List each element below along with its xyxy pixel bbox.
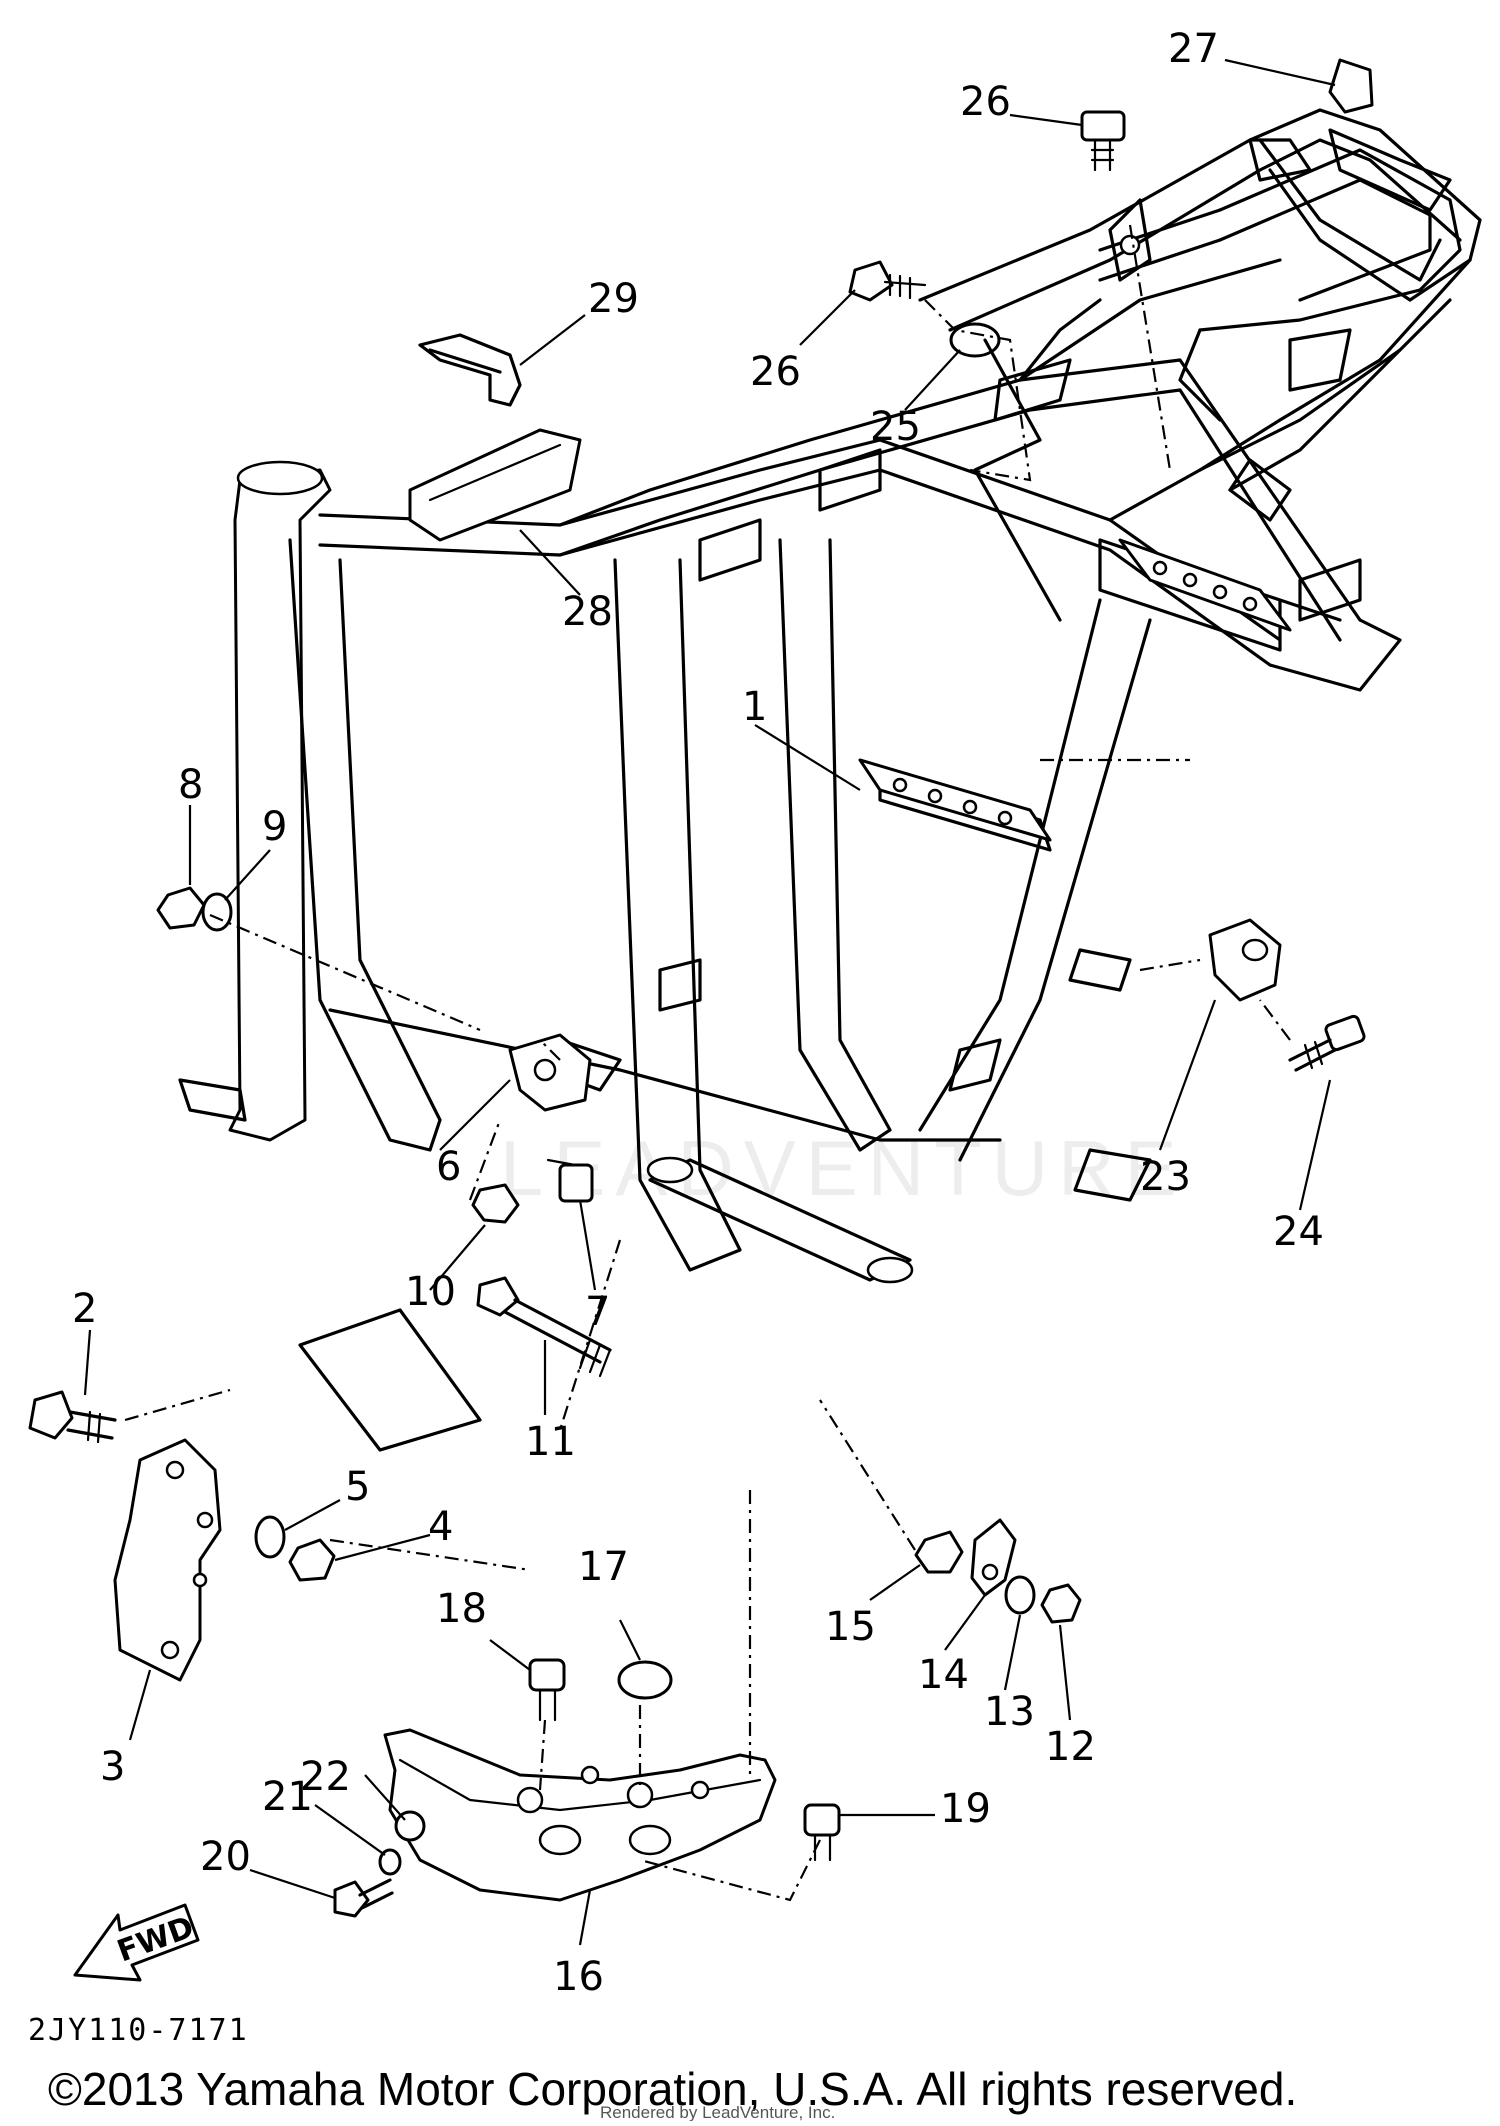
cap-17	[617, 1660, 673, 1700]
nut-4	[288, 1538, 336, 1582]
nut-8	[156, 886, 206, 930]
part-labels: 27 26 29 26 25 28 1 8 9 6 10 7 11 2 5 4 …	[72, 26, 1324, 2000]
part-label: 5	[345, 1464, 370, 1510]
bolt-26-left	[848, 260, 927, 302]
bracket-3	[113, 1438, 222, 1682]
credit-text: Rendered by LeadVenture, Inc.	[600, 2103, 835, 2121]
clamp-14	[970, 1518, 1017, 1597]
washer-9	[201, 892, 233, 932]
bolt-7	[546, 1158, 594, 1203]
skid-plate-16	[383, 1728, 777, 1902]
part-label: 3	[100, 1744, 125, 1790]
bracket-6	[508, 1033, 592, 1112]
part-label: 2	[72, 1286, 97, 1332]
bolt-19	[803, 1803, 841, 1862]
part-label: 19	[940, 1786, 991, 1832]
part-label: 20	[200, 1834, 251, 1880]
part-label: 9	[262, 804, 287, 850]
crossmember-plate	[858, 538, 1292, 842]
part-label: 13	[984, 1689, 1035, 1735]
part-label: 6	[436, 1144, 461, 1190]
washer-21	[378, 1848, 402, 1876]
main-frame	[178, 148, 1462, 1284]
washer-5	[254, 1515, 286, 1559]
nut-10	[471, 1183, 520, 1224]
assembly-lines	[124, 224, 1291, 1902]
figure-code: 2JY110-7171	[28, 2013, 249, 2048]
part-label: 16	[553, 1954, 604, 2000]
bolt-24	[1288, 1014, 1366, 1072]
part-label: 22	[300, 1754, 351, 1800]
part-label: 1	[742, 684, 767, 730]
rear-subframe	[918, 108, 1482, 522]
part-label: 12	[1045, 1724, 1096, 1770]
part-label: 11	[525, 1419, 576, 1465]
part-label: 18	[436, 1586, 487, 1632]
part-label: 21	[262, 1774, 313, 1820]
fwd-arrow-icon	[73, 1903, 200, 1982]
nut-12	[1040, 1583, 1082, 1624]
part-label: 24	[1273, 1209, 1324, 1255]
part-label: 26	[750, 349, 801, 395]
part-label: 10	[405, 1269, 456, 1315]
pad-28	[408, 428, 582, 542]
part-label: 29	[588, 276, 639, 322]
bracket-23	[1208, 918, 1282, 1002]
part-label: 23	[1140, 1154, 1191, 1200]
bracket-29	[418, 333, 522, 407]
leader-lines	[83, 58, 1336, 1946]
washer-13	[1004, 1575, 1036, 1615]
copyright-text: ©2013 Yamaha Motor Corporation, U.S.A. A…	[48, 2063, 1297, 2115]
watermark-text: LEADVENTURE	[500, 1124, 1186, 1212]
part-label: 7	[585, 1289, 610, 1335]
part-label: 25	[870, 404, 921, 450]
bolt-18	[528, 1658, 566, 1722]
part-label: 15	[825, 1604, 876, 1650]
bolt-26-top	[1080, 110, 1126, 172]
part-label: 26	[960, 79, 1011, 125]
nut-15	[914, 1530, 964, 1574]
part-label: 27	[1168, 26, 1219, 72]
bolt-20	[333, 1878, 394, 1918]
part-label: 8	[178, 762, 203, 808]
bolt-2	[28, 1390, 117, 1444]
part-label: 28	[562, 589, 613, 635]
part-label: 17	[578, 1544, 629, 1590]
part-label: 4	[428, 1504, 453, 1550]
part-label: 14	[918, 1652, 969, 1698]
cap-27	[1328, 58, 1374, 114]
